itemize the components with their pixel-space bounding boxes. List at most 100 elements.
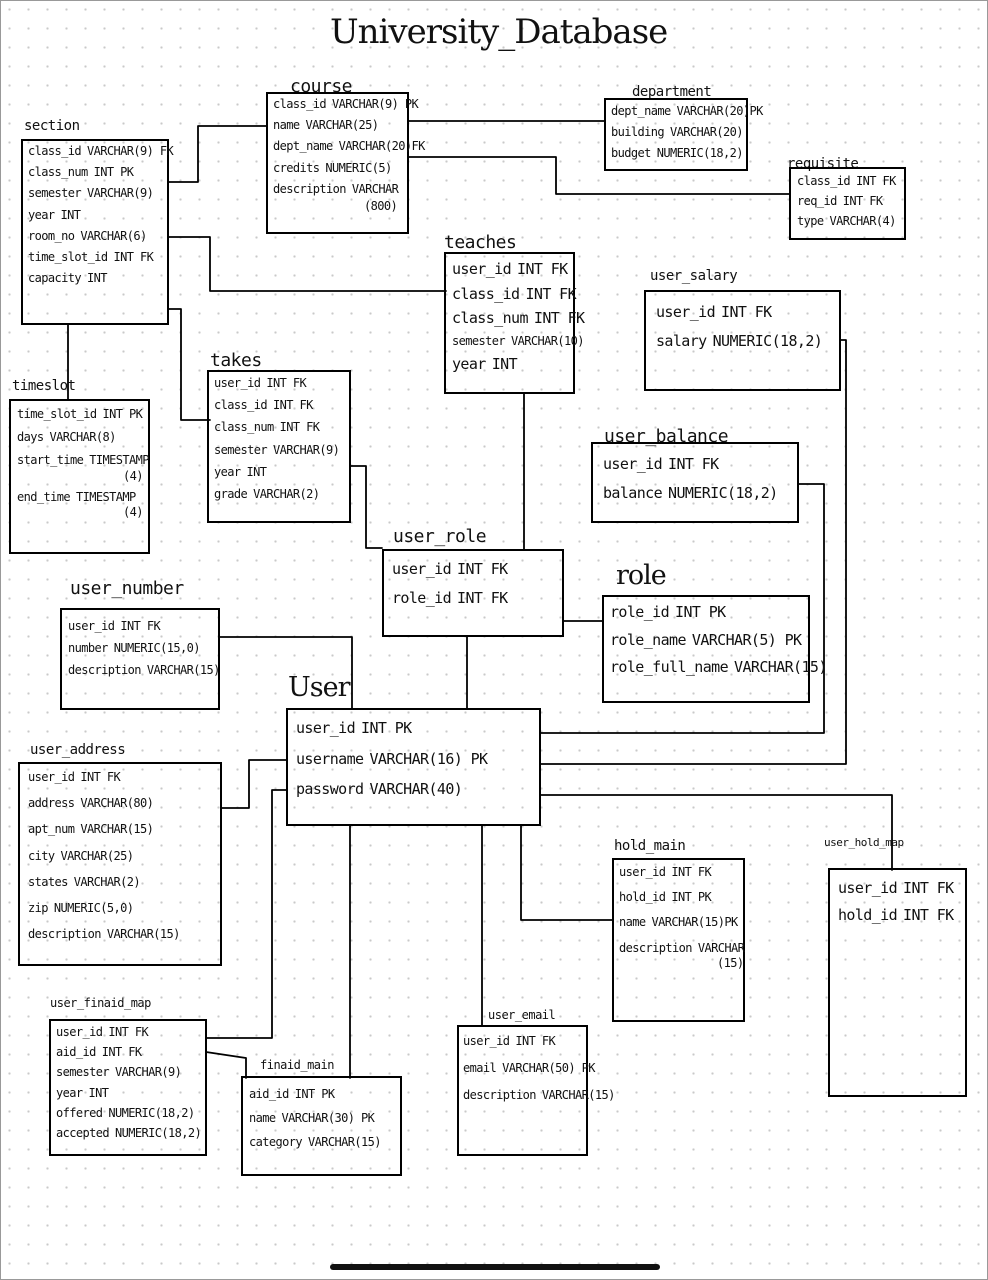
- column-row: (800): [364, 198, 398, 213]
- column-row: (4): [123, 504, 143, 519]
- table-label-user-hold-map: user_hold_map: [824, 836, 904, 849]
- table-label-finaid-main: finaid_main: [260, 1058, 334, 1072]
- table-label-course: course: [290, 76, 353, 97]
- table-label-takes: takes: [210, 350, 262, 371]
- table-label-role: role: [616, 560, 667, 591]
- table-label-user: User: [288, 672, 350, 703]
- table-label-hold-main: hold_main: [614, 838, 686, 854]
- column-row: (15): [717, 955, 744, 970]
- table-label-teaches: teaches: [444, 232, 517, 253]
- table-label-user-salary: user_salary: [650, 268, 738, 284]
- table-label-user-number: user_number: [70, 578, 184, 599]
- table-label-timeslot: timeslot: [12, 378, 76, 394]
- table-label-user-finaid-map: user_finaid_map: [50, 996, 151, 1010]
- column-row: (4): [123, 468, 143, 483]
- table-label-user-address: user_address: [30, 742, 126, 758]
- table-label-section: section: [24, 118, 80, 134]
- home-indicator-bar: [330, 1264, 660, 1270]
- table-label-user-role: user_role: [393, 526, 487, 547]
- diagram-title: University_Database: [330, 12, 668, 52]
